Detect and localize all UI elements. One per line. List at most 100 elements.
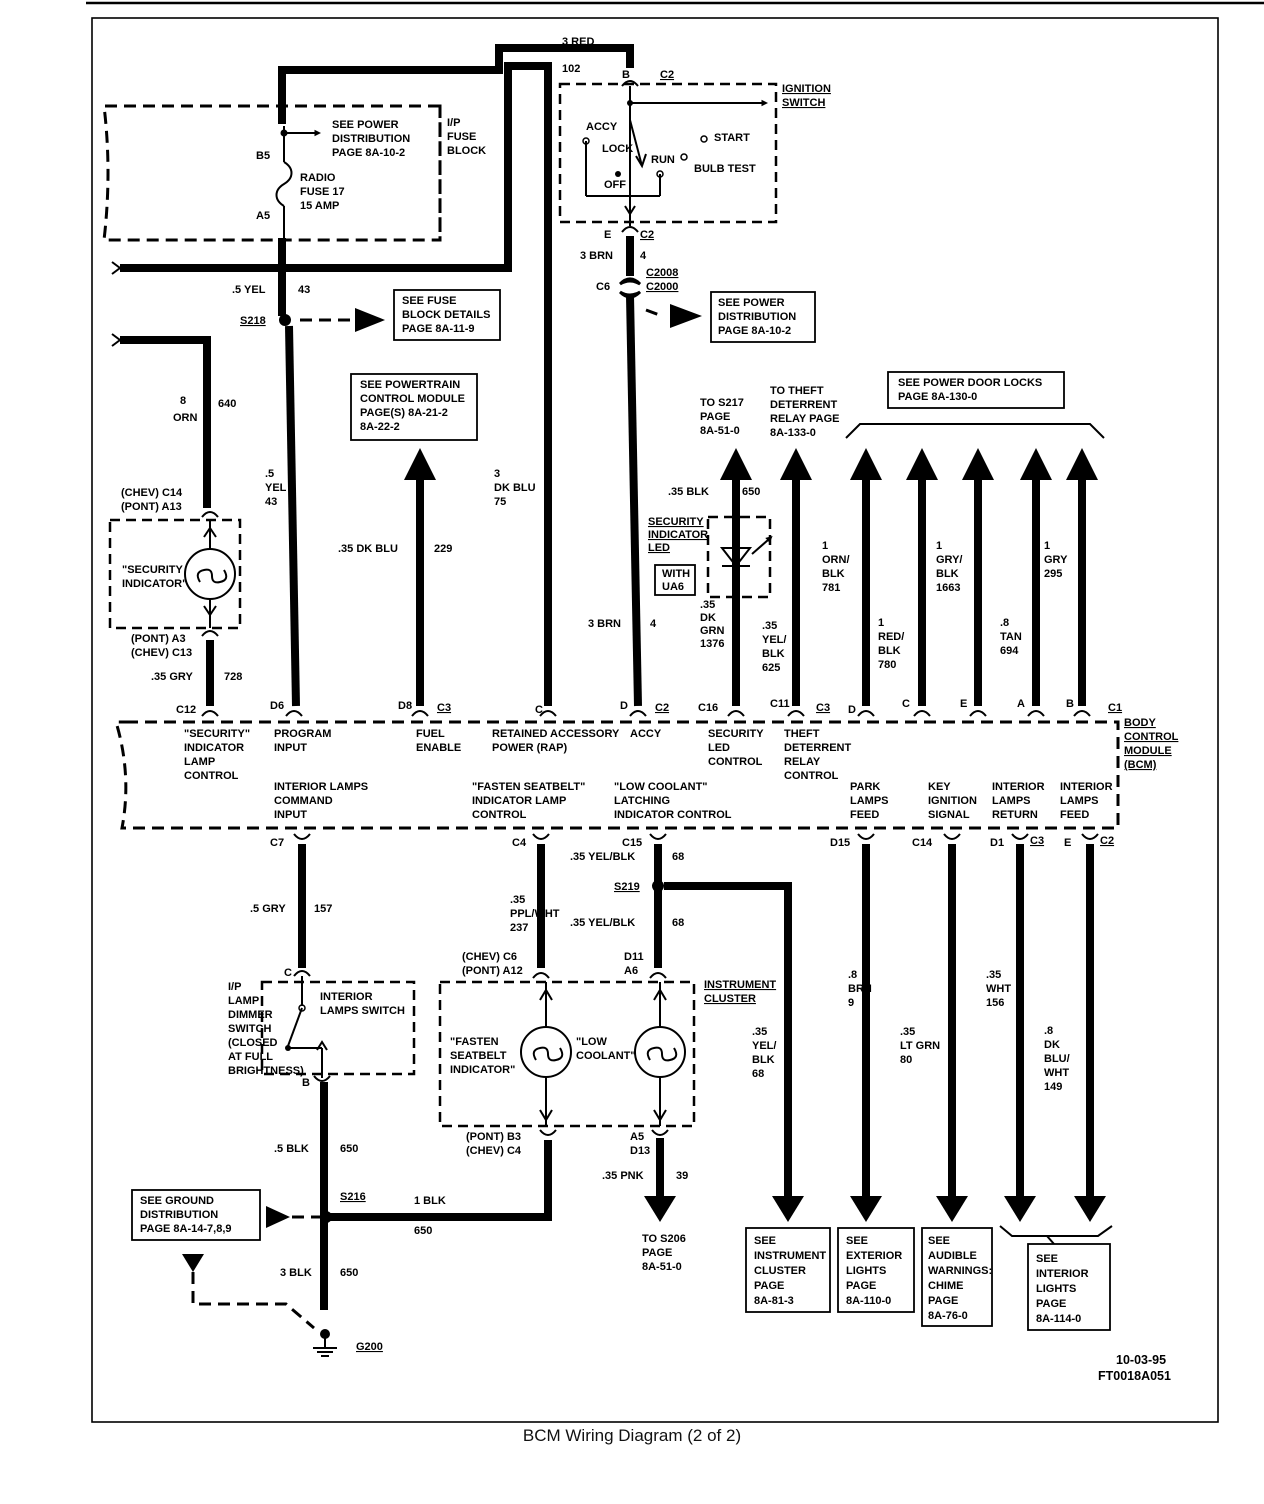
wire-650-size: .35 BLK xyxy=(668,486,709,498)
pin-c12: C12 xyxy=(176,704,196,716)
wire-640-gauge: 8 xyxy=(180,395,186,407)
fuse-node xyxy=(280,129,288,137)
diagram-frame xyxy=(91,17,1219,1423)
int-return-arrow-icon xyxy=(1004,1196,1036,1222)
lock-arrow-2-icon xyxy=(906,448,938,480)
led-diode-icon xyxy=(719,547,753,568)
int-feed-arrow-icon xyxy=(1074,1196,1106,1222)
wire-640 xyxy=(120,336,211,508)
wire-229-circuit: 229 xyxy=(434,543,452,555)
s216-node xyxy=(320,1211,332,1223)
s218-arrow-icon xyxy=(355,308,385,332)
seatbelt-lamp-icon xyxy=(520,1026,572,1078)
int-lights-bracket xyxy=(999,1225,1113,1237)
wire-229-size: .35 DK BLU xyxy=(338,543,398,555)
security-lamp-icon xyxy=(184,548,236,600)
wire-650b-circuit: 650 xyxy=(414,1225,432,1237)
ign-accy: ACCY xyxy=(586,121,618,133)
break-left-1 xyxy=(111,261,122,275)
fuse-17-icon xyxy=(275,161,293,207)
security-indicator-box xyxy=(108,518,242,630)
s217-arrow-icon xyxy=(720,448,752,480)
bcm-box xyxy=(113,720,1120,830)
wire-650a-size: .5 BLK xyxy=(274,1143,309,1155)
c6-label: C6 xyxy=(596,281,610,293)
wire-43a-size: .5 YEL xyxy=(232,284,266,296)
lamp-filament-icon xyxy=(196,568,228,584)
pin-c15: C15 xyxy=(622,837,642,849)
dimmer-pin-c: C xyxy=(284,967,292,979)
seat-bottom-pins: (PONT) B3(CHEV) C4 xyxy=(466,1131,522,1157)
chime-arrow-icon xyxy=(936,1196,968,1222)
pin-c: C xyxy=(535,704,543,716)
wire-43-program xyxy=(285,325,300,707)
box-with-ua6 xyxy=(654,564,696,596)
wire-728-circuit: 728 xyxy=(224,671,242,683)
ign-contact-blade xyxy=(629,119,643,167)
figure-code: FT0018A051 xyxy=(1098,1369,1171,1383)
pin-c2b: C2 xyxy=(1100,835,1114,847)
pin-c4: C4 xyxy=(512,837,527,849)
pin-c1: C1 xyxy=(1108,702,1122,714)
c2008-connector-icon xyxy=(618,277,642,299)
door-locks-bracket xyxy=(845,423,1105,439)
feed-wire-size: 3 RED xyxy=(562,36,594,48)
box-ground-dist xyxy=(131,1189,261,1241)
pin-e-lock: E xyxy=(960,698,967,710)
break-left-2 xyxy=(111,333,122,347)
pin-d-lock: D xyxy=(848,704,856,716)
box-audible-warnings xyxy=(921,1227,993,1327)
splice-s218: S218 xyxy=(240,315,266,327)
wire-4b-size: 3 BRN xyxy=(588,618,621,630)
pin-d1: D1 xyxy=(990,837,1004,849)
wire-39-size: .35 PNK xyxy=(602,1170,644,1182)
security-led-box xyxy=(706,515,772,599)
pin-c3c: C3 xyxy=(1030,835,1044,847)
wire-68a-size: .35 YEL/BLK xyxy=(570,851,635,863)
ign-bottom-pin: E xyxy=(604,229,611,241)
pin-c14: C14 xyxy=(912,837,933,849)
bcm-fn-accy: ACCY xyxy=(630,728,662,740)
wire-68b-size: .35 YEL/BLK xyxy=(570,917,635,929)
dimmer-switch-blade xyxy=(287,1007,303,1047)
security-top-connector xyxy=(201,511,219,518)
wire-650a-circuit: 650 xyxy=(340,1143,358,1155)
lock-arrow-3-icon xyxy=(962,448,994,480)
wire-650c-circuit: 650 xyxy=(340,1267,358,1279)
pin-c16: C16 xyxy=(698,702,718,714)
ign-bulb-test: BULB TEST xyxy=(694,163,756,175)
box-door-locks xyxy=(887,371,1065,409)
ign-top-pin: B xyxy=(622,69,630,81)
wire-43a-circuit: 43 xyxy=(298,284,310,296)
box-instrument-cluster xyxy=(745,1227,831,1313)
wire-75-rap xyxy=(120,62,552,706)
ip-fuse-block xyxy=(102,104,442,242)
pin-a-lock: A xyxy=(1017,698,1025,710)
ground-g200: G200 xyxy=(356,1341,383,1353)
wire-650-seatbelt xyxy=(330,1140,552,1221)
